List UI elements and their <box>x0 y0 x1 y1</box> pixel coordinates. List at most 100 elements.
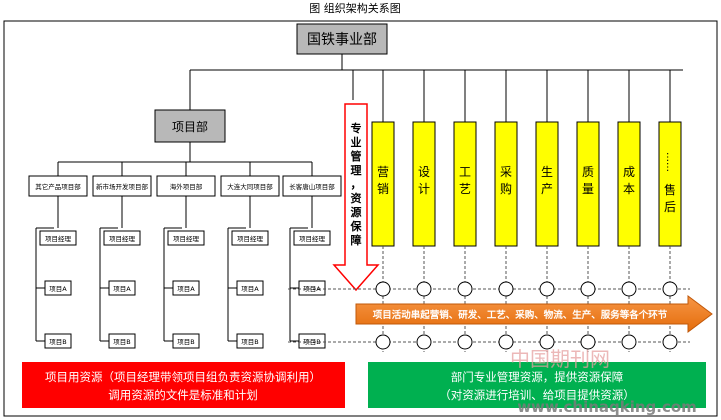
function-char: … <box>664 162 675 172</box>
resource-down-arrow-text: 专业管理，资源保障 <box>350 121 363 247</box>
project-b-label: 项目B <box>49 338 66 346</box>
function-label: 成本 <box>623 165 635 196</box>
project-dept-connectors <box>58 142 312 163</box>
row-circle <box>539 281 555 297</box>
project-b-box <box>44 333 72 349</box>
down-arrow-char: 业 <box>351 135 362 149</box>
project-manager-box <box>167 230 205 246</box>
project-a-box <box>108 280 136 296</box>
project-a-label: 项目A <box>177 285 195 293</box>
down-arrow-char: 专 <box>351 121 362 135</box>
project-manager-label: 项目经理 <box>45 234 72 243</box>
project-a-label: 项目A <box>241 285 259 293</box>
project-manager-box <box>231 230 269 246</box>
row-circle <box>662 334 678 350</box>
function-column: 成本 <box>617 121 641 352</box>
row-circle <box>457 281 473 297</box>
function-label: 工艺 <box>459 165 471 196</box>
watermark-url: www.chinaqking.com <box>517 398 697 416</box>
project-a-label: 项目A <box>303 285 321 293</box>
function-column: 质量 <box>576 121 600 352</box>
function-char: 本 <box>623 182 635 196</box>
down-arrow-char: ， <box>351 178 362 191</box>
watermark-cn: 中国期刊网 <box>510 347 610 371</box>
project-manager-label: 项目经理 <box>237 234 264 243</box>
project-manager-box <box>103 230 141 246</box>
function-label: 营销 <box>377 165 389 196</box>
green-box-line2: （对资源进行培训、给项目提供资源） <box>439 388 635 402</box>
down-arrow-char: 理 <box>351 164 362 177</box>
row-circle <box>580 281 596 297</box>
row-circle <box>375 281 391 297</box>
row-circle <box>621 281 637 297</box>
down-arrow-char: 管 <box>351 149 362 163</box>
function-char: 设 <box>418 165 430 179</box>
project-label: 其它产品项目部 <box>35 182 81 191</box>
function-column: 设计 <box>412 121 436 352</box>
function-char: 产 <box>541 182 553 196</box>
function-label: 质量 <box>582 165 594 196</box>
activity-arrow <box>355 295 713 333</box>
project-dept-label: 项目部 <box>172 119 208 134</box>
row-circle <box>416 281 432 297</box>
red-resource-box <box>22 362 345 408</box>
project-a-box <box>172 280 200 296</box>
row-circle <box>375 334 391 350</box>
red-box-line1: 项目用资源（项目经理带领项目组负责资源协调利用） <box>45 370 321 384</box>
row-circle <box>539 334 555 350</box>
project-b-box <box>236 333 264 349</box>
project-a-label: 项目A <box>113 285 131 293</box>
row-circle <box>498 281 514 297</box>
project-label: 海外项目部 <box>170 182 203 191</box>
function-label: 设计 <box>418 165 430 196</box>
row-circle <box>457 334 473 350</box>
project-b-box <box>108 333 136 349</box>
function-connectors <box>382 70 671 122</box>
function-char: 量 <box>582 182 594 196</box>
function-char: 购 <box>500 181 512 196</box>
top-node-label: 国铁事业部 <box>307 32 377 48</box>
project-columns: 其它产品项目部项目经理项目A项目B新市场开发项目部项目经理项目A项目B海外项目部… <box>28 162 342 349</box>
resource-down-arrow <box>332 103 380 292</box>
row-circle <box>621 334 637 350</box>
project-label: 长客唐山项目部 <box>289 182 335 191</box>
function-column: 生产 <box>535 121 559 352</box>
down-arrow-char: 源 <box>351 205 362 219</box>
function-char: 工 <box>459 165 471 179</box>
project-manager-label: 项目经理 <box>299 234 326 243</box>
diagram-caption: 图 组织架构关系图 <box>309 1 401 15</box>
project-label: 大连大同项目部 <box>227 182 273 191</box>
down-arrow-char: 障 <box>351 233 362 247</box>
function-label: ……售后 <box>664 152 676 214</box>
down-arrow-char: 保 <box>350 219 363 233</box>
project-b-label: 项目B <box>241 338 258 346</box>
activity-arrow-text: 项目活动串起营销、研发、工艺、采购、物流、生产、服务等各个环节 <box>373 309 668 321</box>
project-b-label: 项目B <box>177 338 194 346</box>
function-char: … <box>664 152 675 162</box>
row-circle <box>580 334 596 350</box>
function-label: 生产 <box>541 165 553 196</box>
red-box-line2: 调用资源的文件是标准和计划 <box>108 388 258 402</box>
row-circles <box>375 281 678 350</box>
function-char: 后 <box>664 200 676 214</box>
down-arrow-char: 资 <box>351 191 362 205</box>
function-char: 生 <box>541 165 553 179</box>
project-label: 新市场开发项目部 <box>96 182 149 191</box>
top-connectors <box>189 54 683 110</box>
project-a-label: 项目A <box>49 285 67 293</box>
green-resource-box <box>368 362 706 408</box>
green-box-line1: 部门专业管理资源，提供资源保障 <box>451 370 624 384</box>
row-circle <box>498 334 514 350</box>
function-label: 采购 <box>500 165 512 196</box>
function-char: 艺 <box>459 182 471 196</box>
function-char: 成 <box>623 165 635 179</box>
project-a-box <box>236 280 264 296</box>
row-circle <box>662 281 678 297</box>
project-manager-label: 项目经理 <box>173 234 200 243</box>
